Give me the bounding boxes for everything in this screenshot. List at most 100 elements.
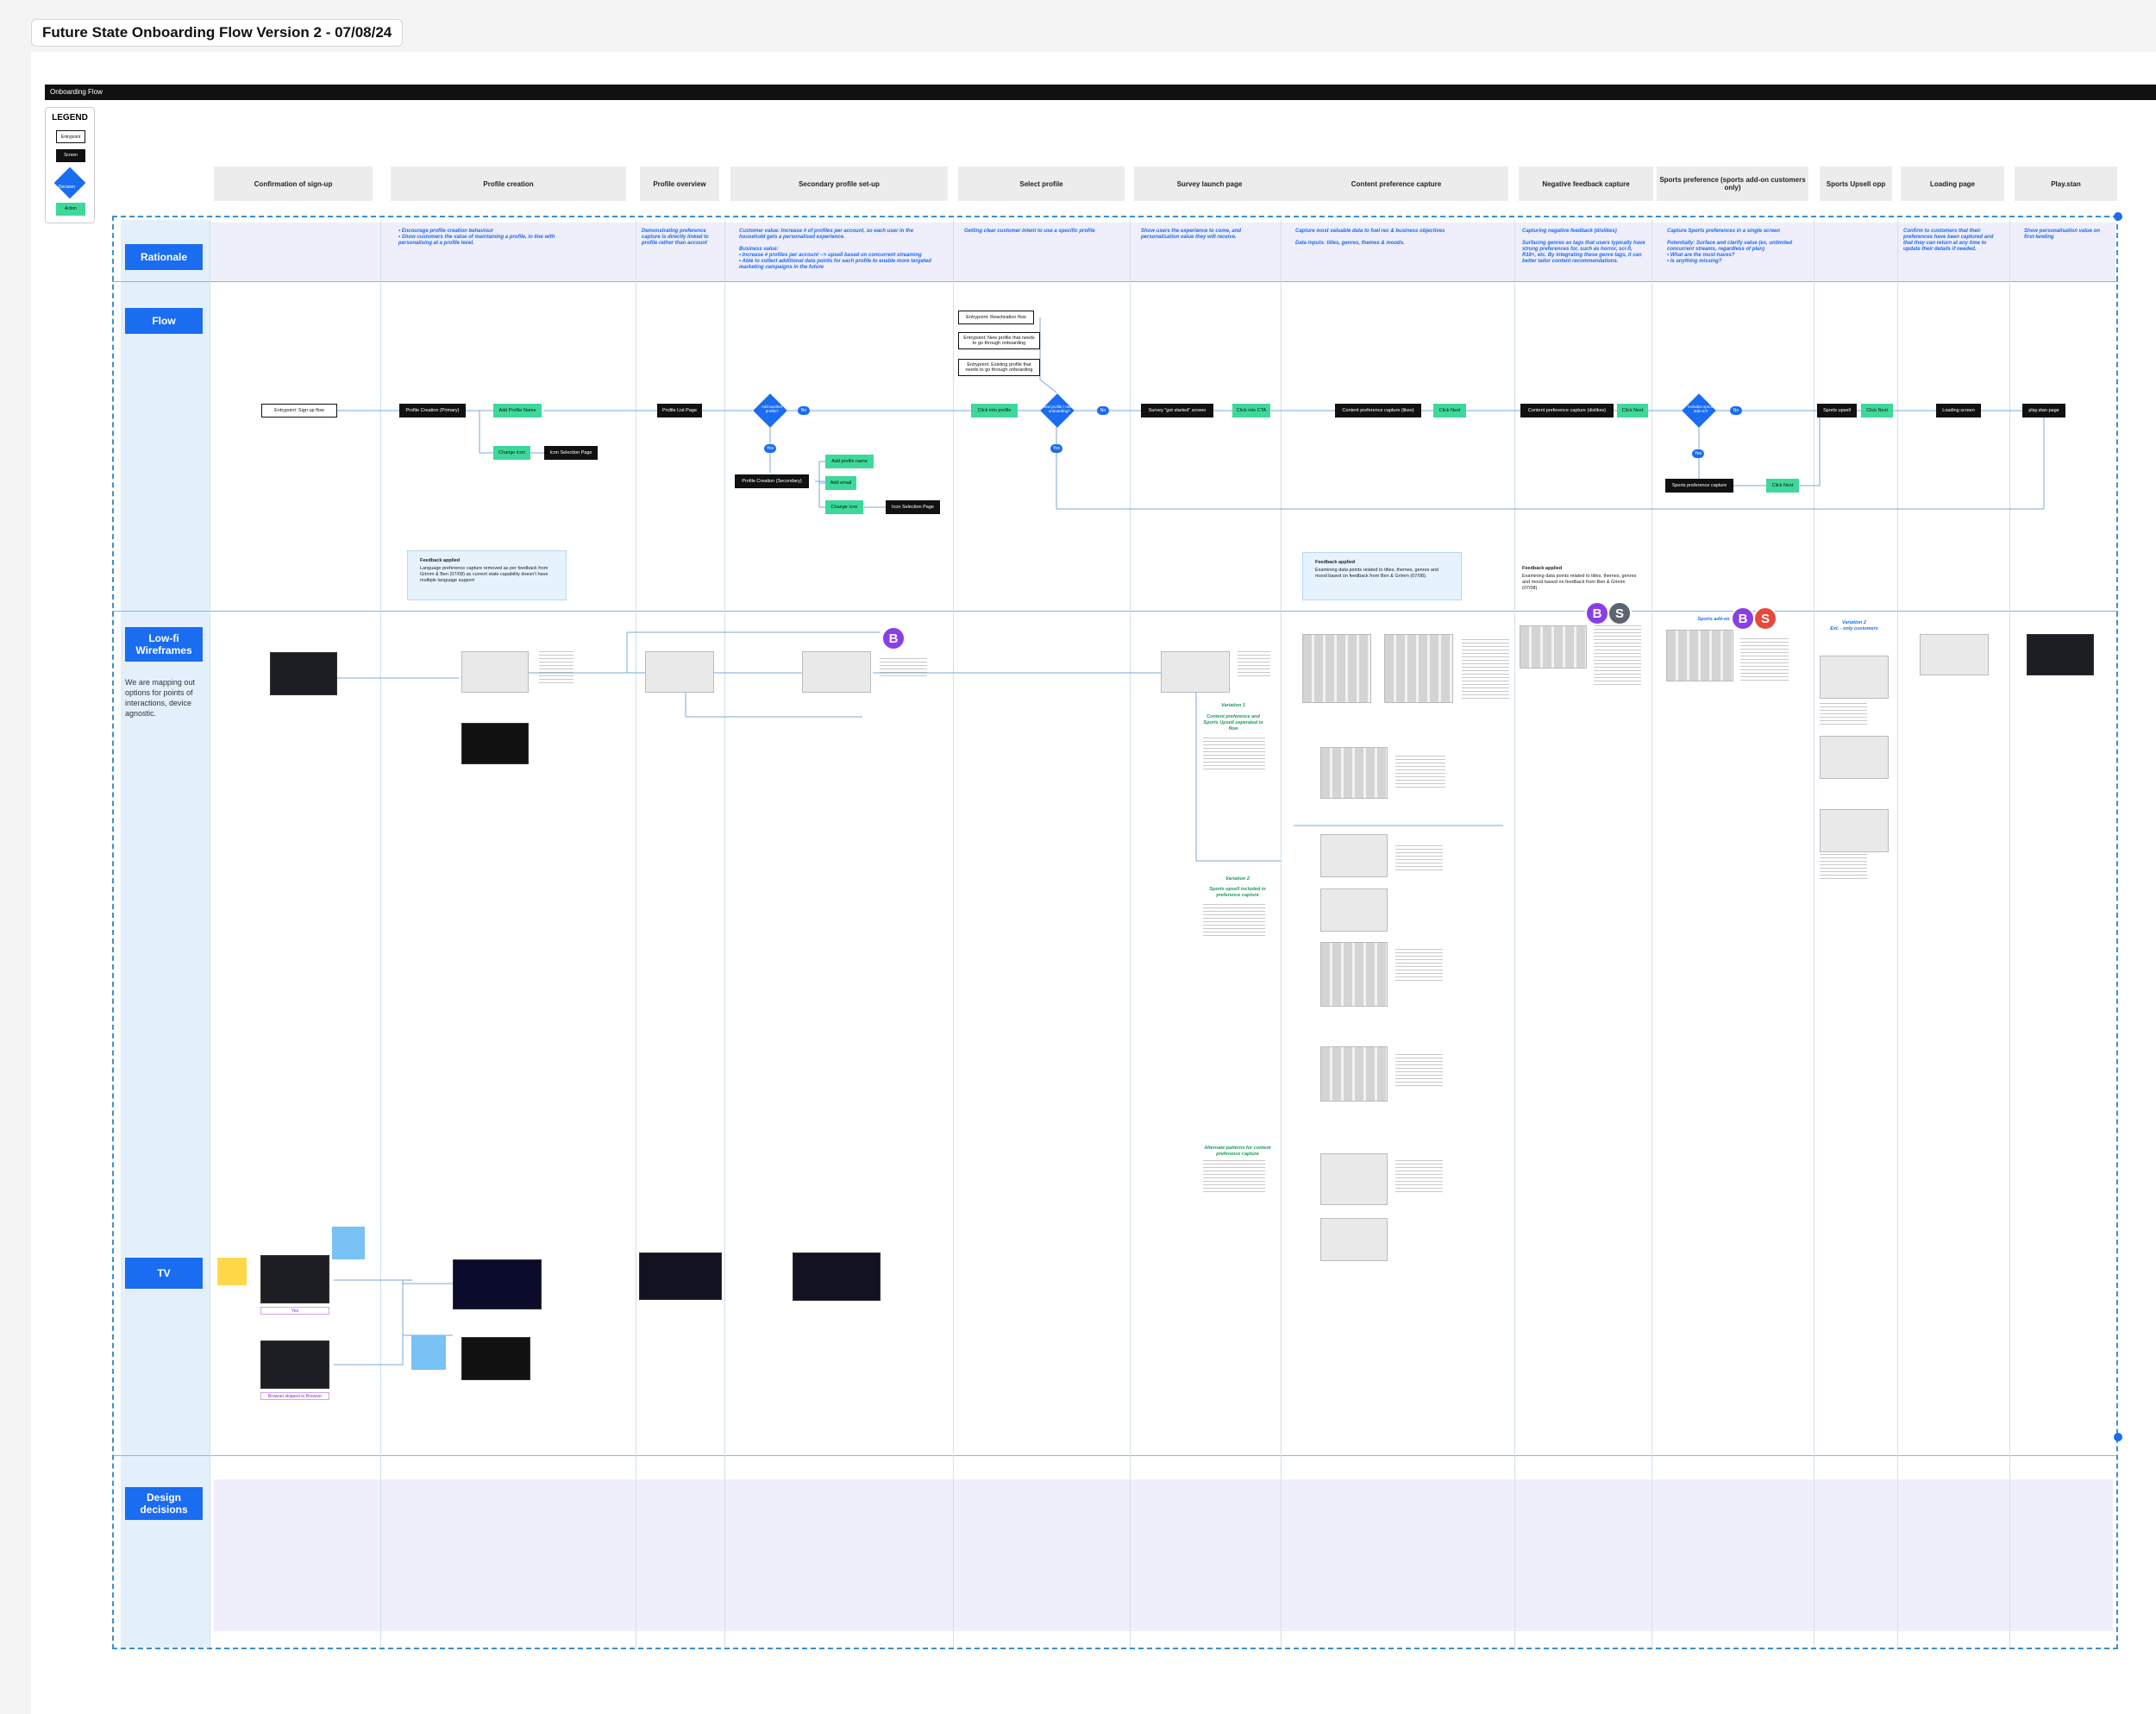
wireframe-thumbnail[interactable] bbox=[1320, 1153, 1388, 1205]
flow-screen[interactable]: Content preference capture (likes) bbox=[1335, 404, 1421, 418]
wireframe-thumbnail[interactable] bbox=[2027, 634, 2094, 675]
tv-thumbnail[interactable] bbox=[793, 1253, 881, 1301]
collaborator-avatar[interactable]: S bbox=[1753, 606, 1777, 631]
flow-screen[interactable]: Survey "get started" screen bbox=[1141, 404, 1213, 418]
annotation-notes bbox=[539, 651, 573, 686]
flow-action[interactable]: Click Next bbox=[1433, 404, 1466, 418]
section-topbar: Onboarding Flow bbox=[45, 85, 2156, 100]
feedback-title: Feedback applied bbox=[1522, 566, 1638, 572]
rationale-text: Show personalisation value on first-land… bbox=[2024, 229, 2110, 241]
flow-entrypoint[interactable]: Entrypoint: Sign up flow bbox=[261, 404, 337, 418]
wireframe-thumbnail[interactable] bbox=[1320, 747, 1388, 799]
annotation-notes bbox=[1203, 738, 1265, 772]
legend-screen: Screen bbox=[56, 149, 85, 162]
rationale-text: Demonstrating preference capture is dire… bbox=[642, 229, 719, 247]
wireframe-thumbnail[interactable] bbox=[1320, 942, 1388, 1007]
resize-handle[interactable] bbox=[2114, 1433, 2122, 1441]
flow-action[interactable]: Add profile name bbox=[825, 455, 874, 468]
column-header: Content preference capture bbox=[1284, 166, 1508, 201]
branch-label-yes: Yes bbox=[1050, 444, 1062, 453]
wireframe-thumbnail[interactable] bbox=[1320, 834, 1388, 877]
wireframe-thumbnail[interactable] bbox=[1302, 634, 1371, 703]
collaborator-avatar[interactable]: B bbox=[1585, 601, 1609, 625]
collaborator-avatar[interactable]: B bbox=[1731, 606, 1755, 631]
feedback-note[interactable]: Feedback applied Examining data points r… bbox=[1302, 552, 1462, 600]
annotation-notes bbox=[1594, 625, 1641, 686]
flow-action[interactable]: Click into profile bbox=[971, 404, 1018, 418]
flow-action[interactable]: Add email bbox=[825, 476, 856, 490]
flow-screen[interactable]: play.stan page bbox=[2022, 404, 2065, 418]
lane-label-lowfi: Low-fi Wireframes bbox=[125, 627, 203, 662]
annotation-notes bbox=[1820, 703, 1867, 725]
rationale-text: Getting clear customer intent to use a s… bbox=[964, 229, 1124, 235]
flow-screen[interactable]: Profile Creation (Primary) bbox=[399, 404, 466, 418]
frame-title[interactable]: Future State Onboarding Flow Version 2 -… bbox=[31, 19, 403, 47]
annotation-notes bbox=[1462, 639, 1509, 700]
variation-subtitle: Sports upsell included in preference cap… bbox=[1203, 887, 1272, 899]
flow-screen[interactable]: Loading screen bbox=[1936, 404, 1981, 418]
tv-thumbnail[interactable] bbox=[453, 1259, 542, 1309]
feedback-note[interactable]: Feedback applied Language preference cap… bbox=[407, 550, 567, 600]
flow-screen[interactable]: Profile Creation (Secondary) bbox=[735, 474, 809, 488]
tv-thumbnail[interactable] bbox=[260, 1255, 329, 1303]
wireframe-thumbnail[interactable] bbox=[1920, 634, 1989, 675]
wireframe-thumbnail[interactable] bbox=[1384, 634, 1453, 703]
flow-action[interactable]: Change icon bbox=[493, 446, 530, 460]
sticky-note[interactable] bbox=[332, 1227, 365, 1259]
flow-action[interactable]: Add Profile Name bbox=[493, 404, 542, 418]
icon-grid-thumbnail[interactable] bbox=[461, 1337, 530, 1380]
flow-action[interactable]: Click Next bbox=[1861, 404, 1893, 418]
flow-screen[interactable]: Sports upsell bbox=[1817, 404, 1857, 418]
legend-decision: Decision bbox=[54, 167, 86, 199]
wireframe-thumbnail[interactable] bbox=[1666, 630, 1733, 681]
rationale-text: Customer value: Increase # of profiles p… bbox=[739, 229, 937, 271]
branch-label-no: No bbox=[1730, 406, 1742, 415]
annotation-notes bbox=[1820, 854, 1867, 880]
flow-action[interactable]: Click Next bbox=[1766, 479, 1799, 493]
column-header: Profile creation bbox=[391, 166, 626, 201]
flow-screen[interactable]: Sports preference capture bbox=[1665, 479, 1733, 493]
flow-action[interactable]: Click into CTA bbox=[1232, 404, 1270, 418]
column-header: Secondary profile set-up bbox=[730, 166, 948, 201]
wireframe-thumbnail[interactable] bbox=[1320, 888, 1388, 932]
wireframe-thumbnail[interactable] bbox=[802, 651, 871, 693]
resize-handle[interactable] bbox=[2114, 212, 2122, 221]
rationale-text: Capture most valuable data to fuel rec &… bbox=[1295, 229, 1489, 247]
wireframe-thumbnail[interactable] bbox=[1320, 1046, 1388, 1102]
feedback-note[interactable]: Feedback applied Examining data points r… bbox=[1519, 561, 1641, 600]
flow-screen[interactable]: Content preference capture (dislikes) bbox=[1520, 404, 1614, 418]
flow-screen[interactable]: Profile List Page bbox=[657, 404, 702, 418]
wireframe-thumbnail[interactable] bbox=[1820, 656, 1889, 699]
column-header: Sports preference (sports add-on custome… bbox=[1657, 166, 1808, 201]
wireframe-thumbnail[interactable] bbox=[270, 652, 337, 695]
tv-thumbnail[interactable] bbox=[639, 1253, 722, 1300]
wireframe-thumbnail[interactable] bbox=[1820, 736, 1889, 779]
flow-screen[interactable]: Icon Selection Page bbox=[544, 446, 598, 460]
icon-grid-thumbnail[interactable] bbox=[461, 723, 529, 764]
flow-entrypoint[interactable]: Entrypoint: Reactivation flow bbox=[958, 311, 1034, 324]
tv-thumbnail[interactable] bbox=[260, 1340, 329, 1389]
wireframe-thumbnail[interactable] bbox=[1520, 625, 1587, 669]
wireframe-thumbnail[interactable] bbox=[461, 651, 529, 693]
annotation-notes bbox=[1395, 1054, 1443, 1089]
flow-entrypoint[interactable]: Entrypoint: New profile that needs to go… bbox=[958, 332, 1040, 349]
flow-entrypoint[interactable]: Entrypoint: Existing profile that needs … bbox=[958, 359, 1040, 376]
feedback-title: Feedback applied bbox=[1315, 560, 1449, 566]
annotation-notes bbox=[1238, 651, 1270, 677]
collaborator-avatar[interactable]: B bbox=[881, 626, 906, 650]
flow-action[interactable]: Click Next bbox=[1617, 404, 1648, 418]
wireframe-thumbnail[interactable] bbox=[1320, 1218, 1388, 1261]
wireframe-thumbnail[interactable] bbox=[1161, 651, 1230, 693]
wireframe-thumbnail[interactable] bbox=[1820, 809, 1889, 852]
annotation-notes bbox=[880, 658, 927, 679]
selection-frame[interactable] bbox=[112, 216, 2118, 1649]
wireframe-thumbnail[interactable] bbox=[645, 651, 714, 693]
collaborator-avatar[interactable]: S bbox=[1608, 601, 1632, 625]
sticky-note[interactable] bbox=[411, 1335, 446, 1370]
sticky-note[interactable] bbox=[217, 1258, 247, 1285]
upsell-variation-label: Variation 2 Ext. - only customers bbox=[1828, 620, 1880, 632]
lane-label-design: Design decisions bbox=[125, 1487, 203, 1520]
flow-screen[interactable]: Icon Selection Page bbox=[886, 500, 940, 514]
flow-action[interactable]: Change icon bbox=[825, 500, 863, 514]
